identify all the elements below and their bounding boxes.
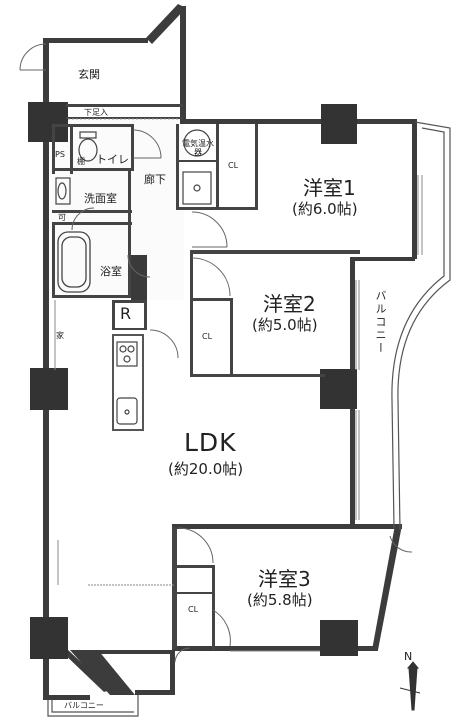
toilet-label: トイレ (96, 153, 129, 166)
washer-mark: 可 (58, 213, 66, 222)
bedroom1-name: 洋室1 (303, 176, 356, 200)
bathtub (57, 231, 91, 293)
east-balcony-label: バルコニー (374, 290, 387, 355)
bedroom1-area: (約6.0帖) (292, 200, 358, 218)
ldk-name: LDK (184, 428, 237, 457)
ps-label: PS (55, 150, 65, 159)
bath-label: 浴室 (100, 265, 122, 278)
interior-walls (52, 104, 360, 650)
windows (54, 175, 423, 652)
south-balcony-label: バルコニー (64, 701, 104, 710)
closet3-label: CL (188, 605, 199, 614)
water-heater-label: 電気温水器 (182, 139, 214, 157)
shoe-closet-label: 下足入 (84, 108, 108, 117)
door-swings (19, 43, 413, 663)
compass-north-label: N (404, 650, 413, 663)
shelf-mark: 棚 (77, 157, 85, 166)
closet1-label: CL (228, 161, 239, 170)
fridge-label: R (120, 304, 132, 323)
kitchen (116, 341, 138, 425)
ldk-area: (約20.0帖) (168, 460, 244, 478)
bedroom3-name: 洋室3 (258, 567, 311, 591)
closet2-label: CL (202, 332, 213, 341)
washroom-label: 洗面室 (84, 192, 117, 205)
bedroom2-area: (約5.0帖) (252, 316, 318, 334)
genkan-label: 玄関 (78, 68, 100, 81)
balcony-outline (47, 121, 451, 717)
compass-icon (399, 661, 421, 711)
columns (28, 102, 358, 659)
bedroom3-area: (約5.8帖) (247, 591, 313, 609)
bedroom2-name: 洋室2 (263, 292, 316, 316)
corridor-label: 廊下 (144, 173, 166, 186)
side-note: 家 (56, 331, 64, 340)
